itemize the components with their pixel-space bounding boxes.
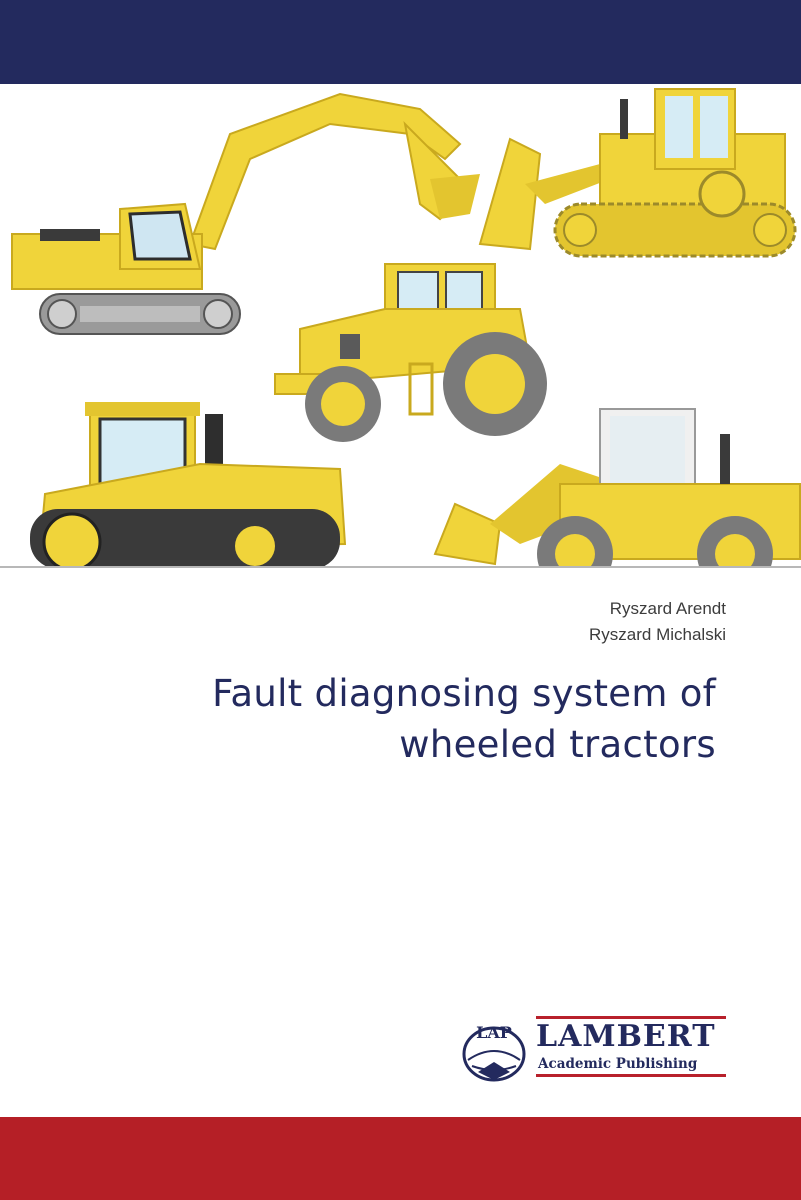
book-title-line: wheeled tractors [399, 723, 716, 766]
author-name: Ryszard Michalski [589, 625, 726, 644]
wheel-loader-icon [433, 408, 801, 566]
excavator-icon [11, 92, 480, 335]
bulldozer-icon [478, 88, 797, 258]
lap-emblem-icon: LAP [462, 1023, 526, 1082]
publisher-name: LAMBERT [536, 1019, 716, 1054]
top-navy-band [0, 0, 801, 84]
publisher-logo: LAP LAMBERT Academic Publishing [458, 1016, 728, 1084]
book-title-line: Fault diagnosing system of [212, 672, 716, 715]
publisher-rule-top [536, 1016, 726, 1019]
book-title: Fault diagnosing system of wheeled tract… [76, 668, 716, 770]
tracked-tractor-icon [30, 402, 347, 566]
author-list: Ryszard Arendt Ryszard Michalski [589, 596, 726, 648]
tractor-icon [274, 263, 547, 442]
author-name: Ryszard Arendt [609, 599, 726, 618]
bottom-red-band [0, 1117, 801, 1200]
publisher-subtitle: Academic Publishing [538, 1056, 698, 1072]
publisher-rule-bottom [536, 1074, 726, 1077]
lap-logo-text: LAP [476, 1023, 512, 1042]
cover-illustration [0, 84, 801, 568]
